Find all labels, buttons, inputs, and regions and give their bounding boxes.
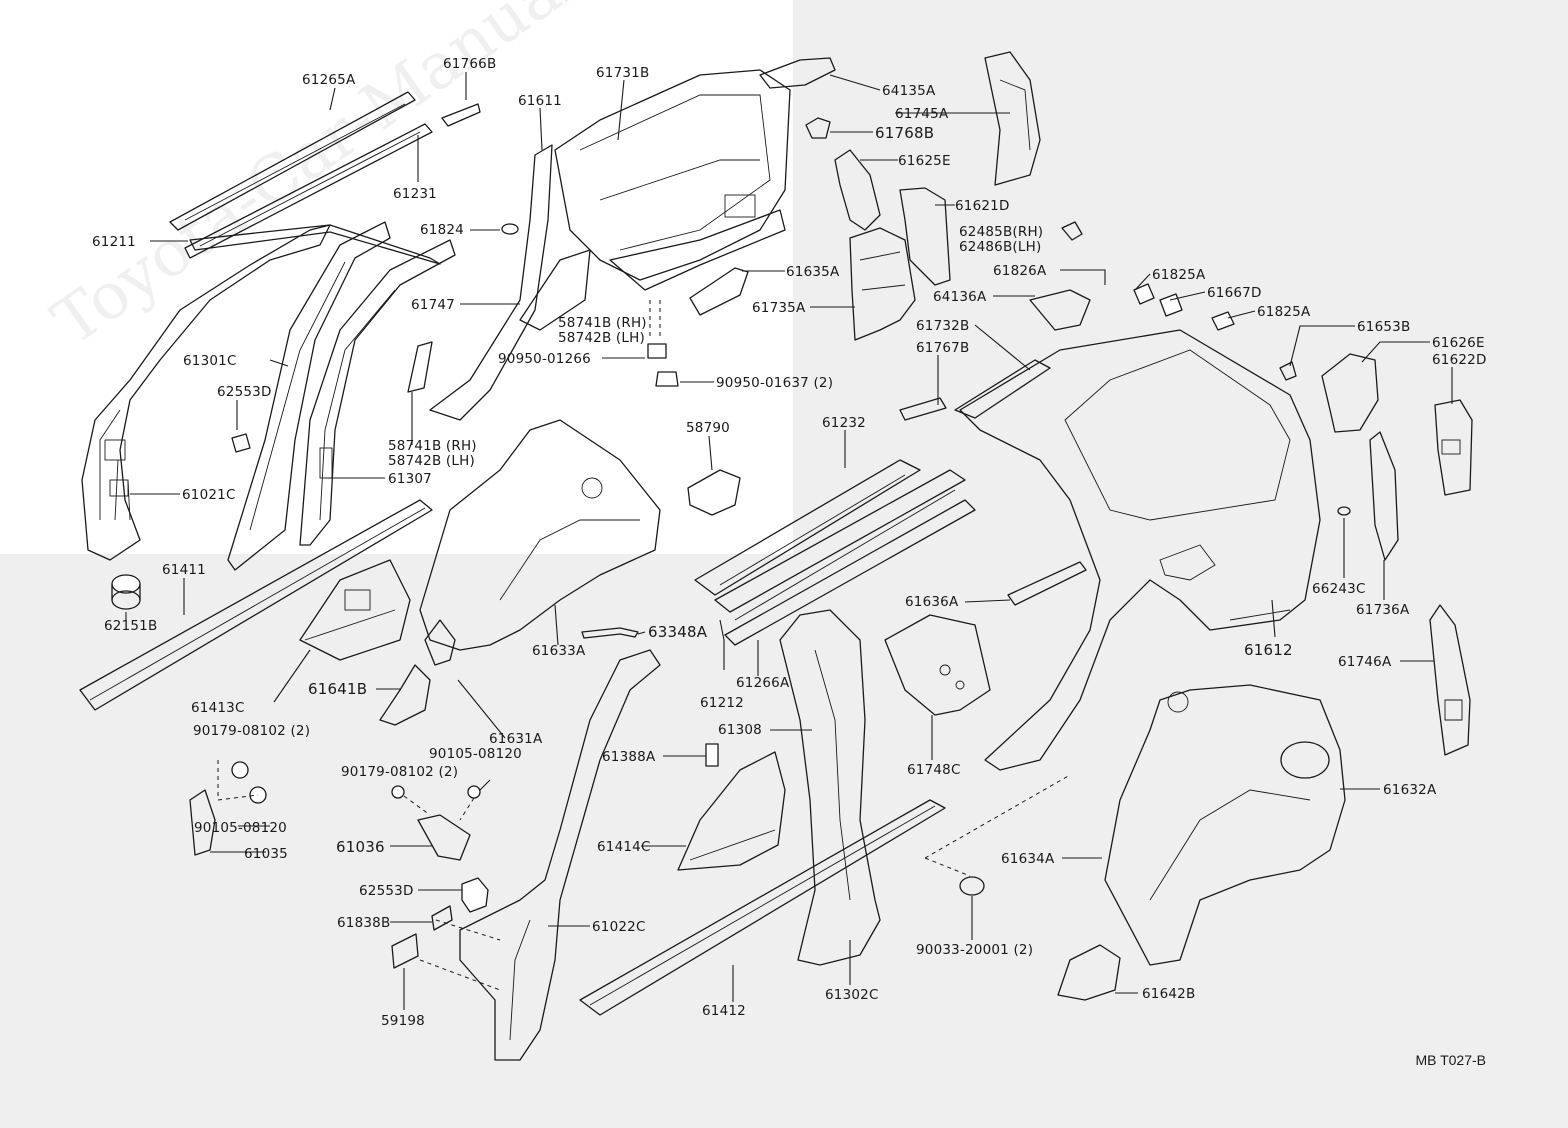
label-61747: 61747 bbox=[411, 297, 455, 313]
label-66243C: 66243C bbox=[1312, 581, 1366, 597]
label-61766B: 61766B bbox=[443, 56, 496, 72]
label-62486B: 62486B(LH) bbox=[959, 239, 1041, 255]
label-61625E: 61625E bbox=[898, 153, 951, 169]
label-61307: 61307 bbox=[388, 471, 432, 487]
label-90950-01266: 90950-01266 bbox=[498, 351, 591, 367]
label-90179-08102-1: 90179-08102 (2) bbox=[193, 723, 310, 739]
label-61622D: 61622D bbox=[1432, 352, 1487, 368]
label-90105-08120-2: 90105-08120 bbox=[194, 820, 287, 836]
label-61667D: 61667D bbox=[1207, 285, 1262, 301]
label-61632A: 61632A bbox=[1383, 782, 1437, 798]
label-61265A: 61265A bbox=[302, 72, 356, 88]
background-band-right bbox=[793, 0, 1568, 554]
label-61746A: 61746A bbox=[1338, 654, 1392, 670]
leader-lines bbox=[125, 72, 1453, 1010]
label-61641B: 61641B bbox=[308, 680, 367, 698]
label-61826A: 61826A bbox=[993, 263, 1047, 279]
label-61413C: 61413C bbox=[191, 700, 245, 716]
label-61612: 61612 bbox=[1244, 641, 1293, 659]
label-59198: 59198 bbox=[381, 1013, 425, 1029]
label-61768B: 61768B bbox=[875, 124, 934, 142]
label-61631A: 61631A bbox=[489, 731, 543, 747]
label-90179-08102-2: 90179-08102 (2) bbox=[341, 764, 458, 780]
label-61231: 61231 bbox=[393, 186, 437, 202]
label-61035: 61035 bbox=[244, 846, 288, 862]
label-58741B: 58741B (RH) bbox=[388, 438, 477, 454]
label-61212: 61212 bbox=[700, 695, 744, 711]
label-62553D-2: 62553D bbox=[359, 883, 414, 899]
label-58742B: 58742B (LH) bbox=[388, 453, 475, 469]
part-labels: 61265A 61766B 61731B 64135A 61611 61231 … bbox=[92, 56, 1487, 1029]
label-61634A: 61634A bbox=[1001, 851, 1055, 867]
label-61411: 61411 bbox=[162, 562, 206, 578]
background-band-lower bbox=[0, 554, 1568, 1128]
label-58741B-top: 58741B (RH) bbox=[558, 315, 647, 331]
label-61388A: 61388A bbox=[602, 749, 656, 765]
label-61736A: 61736A bbox=[1356, 602, 1410, 618]
label-61022C: 61022C bbox=[592, 919, 646, 935]
label-61308: 61308 bbox=[718, 722, 762, 738]
label-61653B: 61653B bbox=[1357, 319, 1410, 335]
label-90105-08120-1: 90105-08120 bbox=[429, 746, 522, 762]
label-64135A: 64135A bbox=[882, 83, 936, 99]
label-61642B: 61642B bbox=[1142, 986, 1195, 1002]
label-61635A: 61635A bbox=[786, 264, 840, 280]
label-61633A: 61633A bbox=[532, 643, 586, 659]
label-61748C: 61748C bbox=[907, 762, 961, 778]
label-58790: 58790 bbox=[686, 420, 730, 436]
label-61211: 61211 bbox=[92, 234, 136, 250]
label-61745A: 61745A bbox=[895, 106, 949, 122]
label-61626E: 61626E bbox=[1432, 335, 1485, 351]
label-61036: 61036 bbox=[336, 838, 385, 856]
label-61302C: 61302C bbox=[825, 987, 879, 1003]
label-58742B-top: 58742B (LH) bbox=[558, 330, 645, 346]
label-61232: 61232 bbox=[822, 415, 866, 431]
label-61266A: 61266A bbox=[736, 675, 790, 691]
label-61021C: 61021C bbox=[182, 487, 236, 503]
label-61767B: 61767B bbox=[916, 340, 969, 356]
label-63348A: 63348A bbox=[648, 623, 708, 641]
label-61838B: 61838B bbox=[337, 915, 390, 931]
label-61824: 61824 bbox=[420, 222, 464, 238]
label-61636A: 61636A bbox=[905, 594, 959, 610]
label-61414C: 61414C bbox=[597, 839, 651, 855]
label-61731B: 61731B bbox=[596, 65, 649, 81]
label-61732B: 61732B bbox=[916, 318, 969, 334]
part-drawings bbox=[79, 51, 1473, 1061]
label-61412: 61412 bbox=[702, 1003, 746, 1019]
label-61735A: 61735A bbox=[752, 300, 806, 316]
label-61825A-2: 61825A bbox=[1257, 304, 1311, 320]
label-64136A: 64136A bbox=[933, 289, 987, 305]
label-61825A-1: 61825A bbox=[1152, 267, 1206, 283]
label-61621D: 61621D bbox=[955, 198, 1010, 214]
label-90950-01637: 90950-01637 (2) bbox=[716, 375, 833, 391]
label-62553D-1: 62553D bbox=[217, 384, 272, 400]
label-61611: 61611 bbox=[518, 93, 562, 109]
label-61301C: 61301C bbox=[183, 353, 237, 369]
label-90033-20001: 90033-20001 (2) bbox=[916, 942, 1033, 958]
label-62485B: 62485B(RH) bbox=[959, 224, 1043, 240]
diagram-code: MB T027-B bbox=[1415, 1052, 1486, 1068]
label-62151B: 62151B bbox=[104, 618, 157, 634]
